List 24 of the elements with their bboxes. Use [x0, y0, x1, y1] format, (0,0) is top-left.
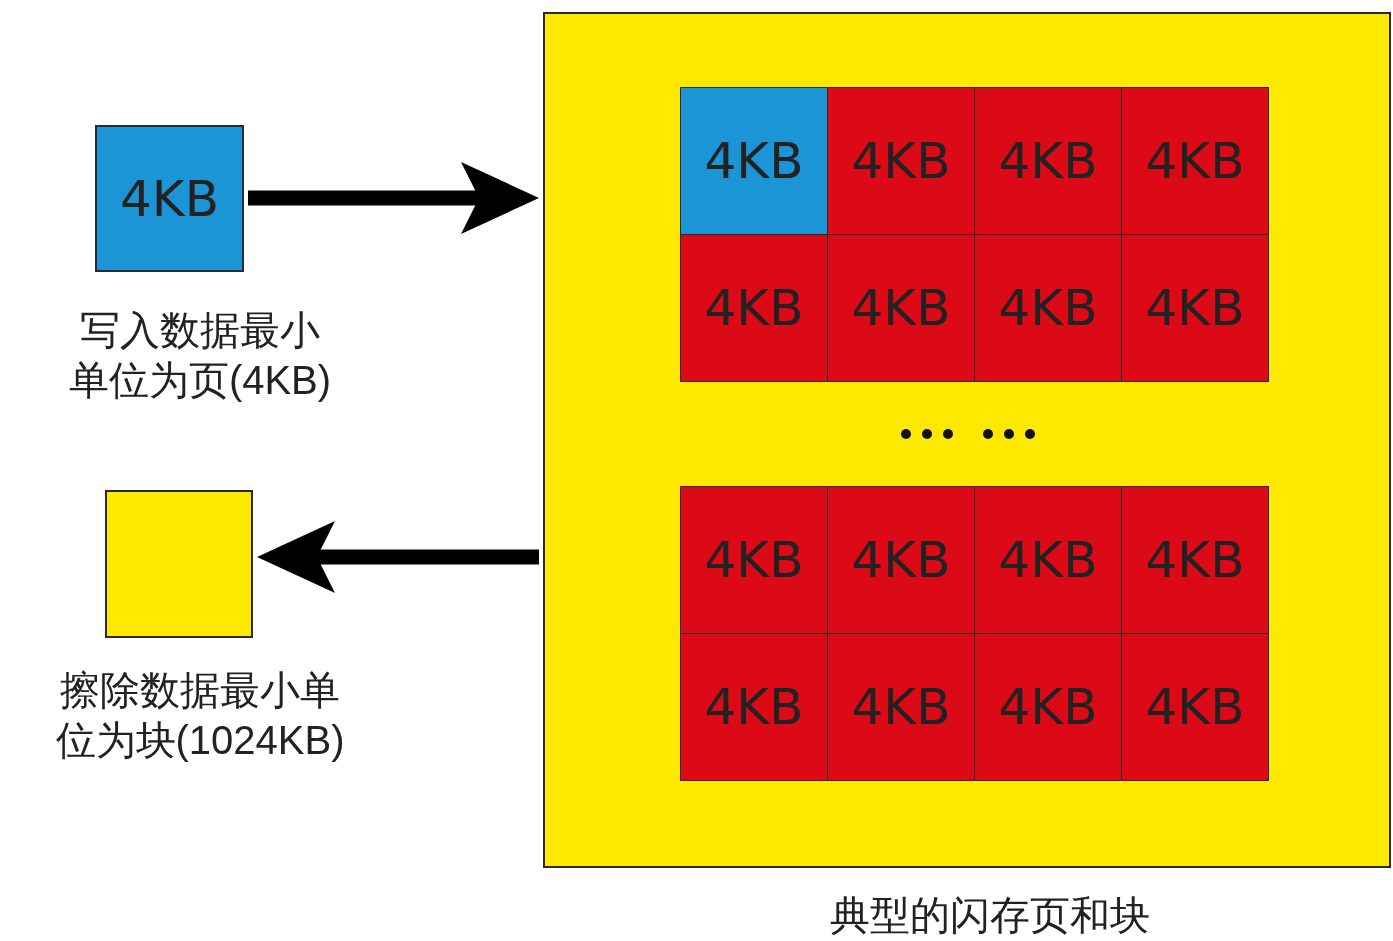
page-cell: 4KB [827, 486, 975, 634]
block-box [105, 490, 253, 638]
page-cell: 4KB [680, 486, 828, 634]
arrow [248, 162, 539, 234]
page-cell: 4KB [680, 234, 828, 382]
page-cell: 4KB [827, 234, 975, 382]
flash-block-panel [543, 12, 1391, 868]
page-cell: 4KB [974, 234, 1122, 382]
page-cell: 4KB [1121, 234, 1269, 382]
page-cell: 4KB [827, 87, 975, 235]
node-label: 擦除数据最小单位为块(1024KB) [54, 667, 346, 764]
arrow [257, 521, 539, 593]
page-cell: 4KB [680, 633, 828, 781]
page-cell: 4KB [1121, 633, 1269, 781]
page-cell: 4KB [974, 633, 1122, 781]
page-cell: 4KB [974, 486, 1122, 634]
page-cell: 4KB [974, 87, 1122, 235]
page-cell: 4KB [1121, 87, 1269, 235]
page-cell: 4KB [680, 87, 828, 235]
node-label: 写入数据最小单位为页(4KB) [67, 307, 333, 404]
page-box: 4KB [95, 125, 244, 272]
node-label: 典型的闪存页和块 [829, 892, 1151, 939]
page-cell: 4KB [1121, 486, 1269, 634]
page-cell: 4KB [827, 633, 975, 781]
